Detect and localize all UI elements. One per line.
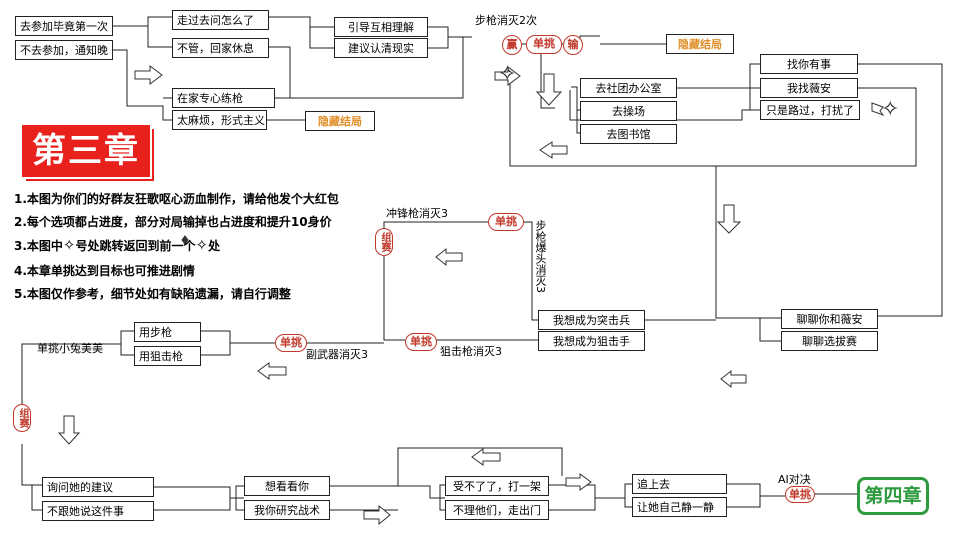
team-match-badge-middle[interactable]: 组赛 [375,228,393,256]
hidden-ending-1-box[interactable]: 隐藏结局 [305,111,375,131]
note-2: 2.每个选项都占进度，部分对局输掉也占进度和提升10身价 [14,215,332,229]
jump-star-icon-2[interactable]: ✧ [881,97,900,122]
chase-box[interactable]: 追上去 [632,474,727,494]
duel-rabbit-label: 单挑小兔美美 [37,342,103,355]
ask-situation-label: 走过去问怎么了 [177,14,254,27]
too-lazy-label: 太麻烦，形式主义 [177,114,265,127]
not-go-label: 不去参加，通知晚 [20,44,108,57]
hidden-ending-2-box[interactable]: 隐藏结局 [666,34,734,54]
not-go-box[interactable]: 不去参加，通知晚 [15,40,113,60]
chat-you-weian-box[interactable]: 聊聊你和薇安 [781,309,878,329]
go-match-label: 去参加毕竟第一次 [20,20,108,33]
win-badge[interactable]: 赢 [502,35,522,55]
go-home-label: 不管，回家休息 [177,42,254,55]
sniper-box[interactable]: 我想成为狙击手 [538,331,645,351]
use-sniper-box[interactable]: 用狙击枪 [134,346,201,366]
club-office-box[interactable]: 去社团办公室 [580,78,677,98]
star-icon: ✧ [62,236,76,254]
duel-badge-sidearm[interactable]: 单挑 [275,334,307,352]
duel-badge-top[interactable]: 单挑 [526,35,562,54]
practice-label: 在家专心练枪 [177,92,243,105]
too-lazy-box[interactable]: 太麻烦，形式主义 [172,110,267,130]
ask-advice-box[interactable]: 询问她的建议 [42,477,154,497]
team-match-badge-bottom[interactable]: 组赛 [13,404,31,432]
ask-situation-box[interactable]: 走过去问怎么了 [172,10,269,30]
go-home-box[interactable]: 不管，回家休息 [172,38,269,58]
use-rifle-box[interactable]: 用步枪 [134,322,201,342]
sidearm-3-label: 副武器消灭3 [306,348,368,361]
duel-badge-sniper[interactable]: 单挑 [405,333,437,351]
note-4: 4.本章单挑达到目标也可推进剧情 [14,264,195,278]
find-weian-box[interactable]: 我找薇安 [760,78,858,98]
calm-box[interactable]: 让她自己静一静 [632,497,727,517]
want-see-box[interactable]: 想看看你 [244,476,330,496]
practice-box[interactable]: 在家专心练枪 [172,88,275,108]
duel-badge-ai[interactable]: 单挑 [785,486,815,503]
assault-box[interactable]: 我想成为突击兵 [538,310,645,330]
ignore-box[interactable]: 不理他们，走出门 [445,500,549,520]
note-3: 3.本图中✧号处跳转返回到前一个✧处 [14,236,221,254]
study-tactics-box[interactable]: 我你研究战术 [244,500,330,520]
chapter-4-button[interactable]: 第四章 [857,477,929,515]
cant-take-box[interactable]: 受不了了，打一架 [445,476,549,496]
duel-badge-smg[interactable]: 单挑 [488,213,524,231]
not-tell-box[interactable]: 不跟她说这件事 [42,501,154,521]
chapter-3-title: 第三章 [22,125,150,177]
guide-label: 引导互相理解 [348,21,414,34]
sniper-3-label: 狙击枪消灭3 [440,345,502,358]
step-gun-2-label: 步枪消灭2次 [475,14,537,27]
note-1: 1.本图为你们的好群友狂歌呕心沥血制作，请给他发个大红包 [14,192,339,206]
rifle-headshot-label: 步枪爆头消灭3 [534,220,547,293]
face-reality-label: 建议认清现实 [348,42,414,55]
smg-3-label: 冲锋枪消灭3 [386,207,448,220]
find-you-box[interactable]: 找你有事 [760,54,858,74]
ai-duel-label: AI对决 [778,473,811,486]
passing-by-box[interactable]: 只是路过，打扰了 [760,100,860,120]
hidden-ending-1-label: 隐藏结局 [318,115,362,128]
star-icon: ✧ [195,236,209,254]
note-5: 5.本图仅作参考，细节处如有缺陷遗漏，请自行调整 [14,287,291,301]
face-reality-box[interactable]: 建议认清现实 [334,38,428,58]
guide-box[interactable]: 引导互相理解 [334,17,428,37]
lose-badge[interactable]: 输 [563,35,583,55]
hidden-ending-2-label: 隐藏结局 [678,38,722,51]
chat-selection-box[interactable]: 聊聊选拔赛 [781,331,878,351]
go-match-box[interactable]: 去参加毕竟第一次 [15,16,113,36]
jump-star-icon[interactable]: ✧ [498,62,517,87]
library-box[interactable]: 去图书馆 [580,124,677,144]
playground-box[interactable]: 去操场 [580,101,677,121]
